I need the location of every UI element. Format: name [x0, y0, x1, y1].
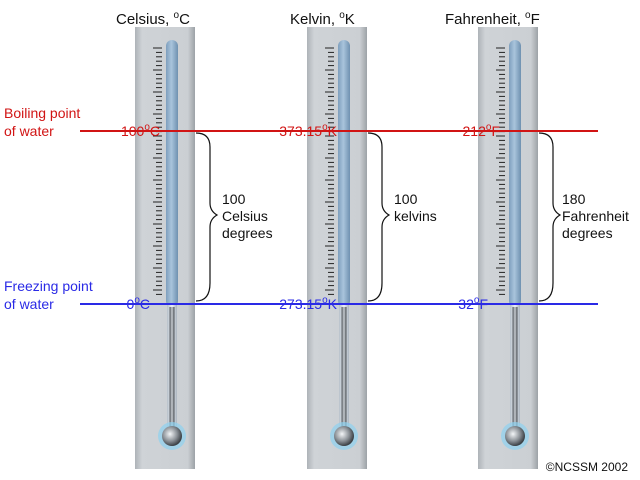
degree-symbol: o	[486, 122, 492, 133]
degree-symbol: o	[174, 10, 180, 21]
fahrenheit-span-line-3: degrees	[562, 225, 613, 241]
degree-symbol: o	[144, 122, 150, 133]
fahrenheit-span-line-1: 180	[562, 191, 586, 207]
unit-symbol: K	[328, 123, 338, 139]
degree-symbol: o	[339, 10, 345, 21]
celsius-span-line-1: 100	[222, 191, 246, 207]
degree-symbol: o	[525, 10, 531, 21]
unit-symbol: C	[140, 296, 150, 312]
value: 100	[121, 123, 145, 139]
fahrenheit-boiling-value: 212oF	[463, 122, 500, 139]
boiling-label-line-2: of water	[4, 123, 54, 139]
kelvin-span-brace	[367, 132, 391, 302]
boiling-label-line-1: Boiling point	[4, 105, 80, 121]
celsius-span-line-2: Celsius	[222, 208, 268, 224]
value: 212	[463, 123, 487, 139]
degree-symbol: o	[322, 295, 328, 306]
degree-symbol: o	[474, 295, 480, 306]
thermometer-bulb	[505, 426, 525, 446]
copyright-credit: ©NCSSM 2002	[545, 460, 628, 474]
fahrenheit-span-line-2: Fahrenheit	[562, 208, 629, 224]
scale-name: Fahrenheit,	[445, 11, 525, 28]
degree-symbol: o	[322, 122, 328, 133]
thermometer-liquid-column	[166, 40, 178, 307]
kelvin-thermometer	[307, 27, 367, 469]
value: 273.15	[279, 296, 322, 312]
freezing-label-line-1: Freezing point	[4, 278, 93, 294]
thermometer-board	[307, 27, 367, 469]
unit-symbol: C	[150, 123, 160, 139]
celsius-span-line-3: degrees	[222, 225, 273, 241]
thermometer-liquid-column	[509, 40, 521, 307]
thermometer-stem	[341, 307, 347, 430]
scale-ticks	[153, 47, 162, 295]
fahrenheit-span-brace	[538, 132, 562, 302]
celsius-title: Celsius, oC	[116, 10, 190, 28]
kelvin-freezing-value: 273.15oK	[279, 295, 337, 312]
value: 373.15	[279, 123, 322, 139]
fahrenheit-thermometer	[478, 27, 538, 469]
scale-name: Kelvin,	[290, 11, 339, 28]
degree-symbol: o	[134, 295, 140, 306]
celsius-span-brace	[195, 132, 219, 302]
fahrenheit-title: Fahrenheit, oF	[445, 10, 540, 28]
kelvin-title: Kelvin, oK	[290, 10, 355, 28]
scale-ticks	[325, 47, 334, 295]
fahrenheit-freezing-value: 32oF	[458, 295, 488, 312]
thermometer-stem	[169, 307, 175, 430]
value: 32	[458, 296, 474, 312]
unit-symbol: C	[179, 11, 190, 28]
unit-symbol: F	[479, 296, 488, 312]
thermometer-bulb	[334, 426, 354, 446]
kelvin-span-line-1: 100	[394, 191, 418, 207]
unit-symbol: F	[491, 123, 500, 139]
freezing-label-line-2: of water	[4, 296, 54, 312]
scale-name: Celsius,	[116, 11, 174, 28]
celsius-freezing-value: 0oC	[127, 295, 150, 312]
unit-symbol: K	[328, 296, 338, 312]
unit-symbol: F	[531, 11, 540, 28]
unit-symbol: K	[345, 11, 355, 28]
value: 0	[127, 296, 135, 312]
thermometer-liquid-column	[338, 40, 350, 307]
thermometer-board	[135, 27, 195, 469]
thermometer-stem	[512, 307, 518, 430]
kelvin-boiling-value: 373.15oK	[279, 122, 337, 139]
celsius-thermometer	[135, 27, 195, 469]
kelvin-span-line-2: kelvins	[394, 208, 437, 224]
celsius-boiling-value: 100oC	[121, 122, 160, 139]
thermometer-bulb	[162, 426, 182, 446]
thermometer-board	[478, 27, 538, 469]
